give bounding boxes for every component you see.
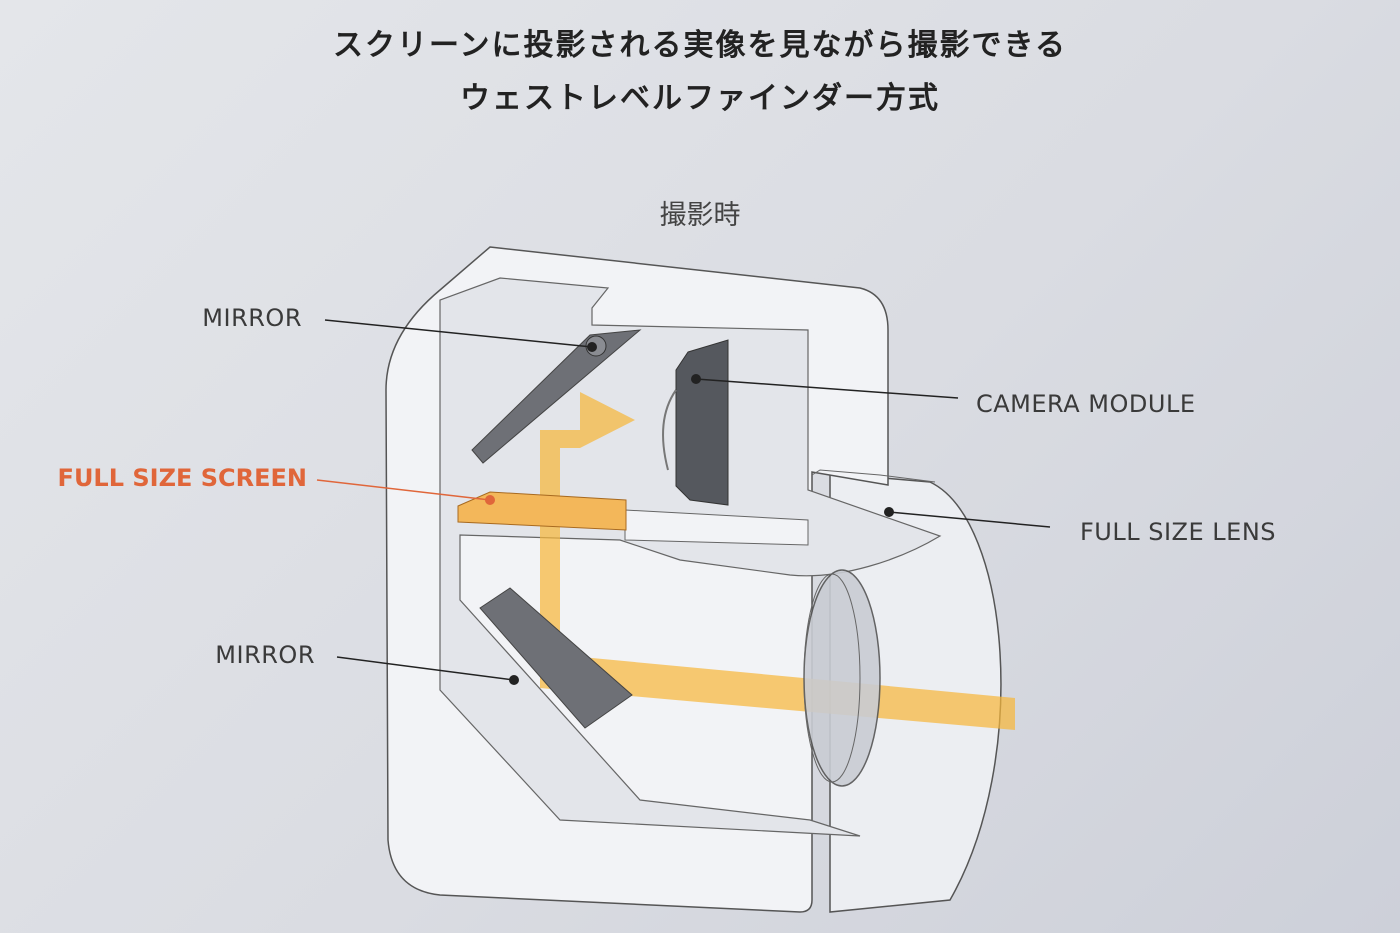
leader-dot-camera-module	[691, 374, 701, 384]
leader-dot-full-size-screen	[485, 495, 495, 505]
leader-dot-full-size-lens	[884, 507, 894, 517]
leader-full-size-screen	[316, 479, 491, 501]
leader-mirror-top	[324, 319, 593, 348]
diagram-title-line1: スクリーンに投影される実像を見ながら撮影できる	[333, 28, 1067, 63]
light-path	[540, 392, 1015, 730]
label-mirror-top: MIRROR	[202, 304, 302, 332]
leader-camera-module	[695, 378, 959, 399]
leader-full-size-lens	[888, 511, 1051, 528]
full-size-screen	[457, 491, 627, 531]
camera-module-lens	[662, 389, 677, 471]
camera-module	[675, 339, 729, 506]
leader-dot-mirror-top	[587, 342, 597, 352]
lens-mount-ridge	[811, 469, 936, 483]
diagram-title-line2: ウェストレベルファインダー方式	[460, 81, 940, 116]
full-size-lens-element	[803, 569, 881, 787]
diagram-subtitle: 撮影時	[659, 200, 741, 231]
full-size-lens-edge	[803, 573, 861, 783]
label-full-size-lens: FULL SIZE LENS	[1080, 518, 1276, 546]
leader-mirror-bottom	[336, 656, 515, 681]
label-mirror-bottom: MIRROR	[215, 641, 315, 669]
bottom-mirror	[479, 587, 633, 729]
label-full-size-screen: FULL SIZE SCREEN	[58, 464, 307, 492]
label-camera-module: CAMERA MODULE	[976, 390, 1195, 418]
leader-dot-mirror-bottom	[509, 675, 519, 685]
top-mirror	[471, 329, 642, 464]
